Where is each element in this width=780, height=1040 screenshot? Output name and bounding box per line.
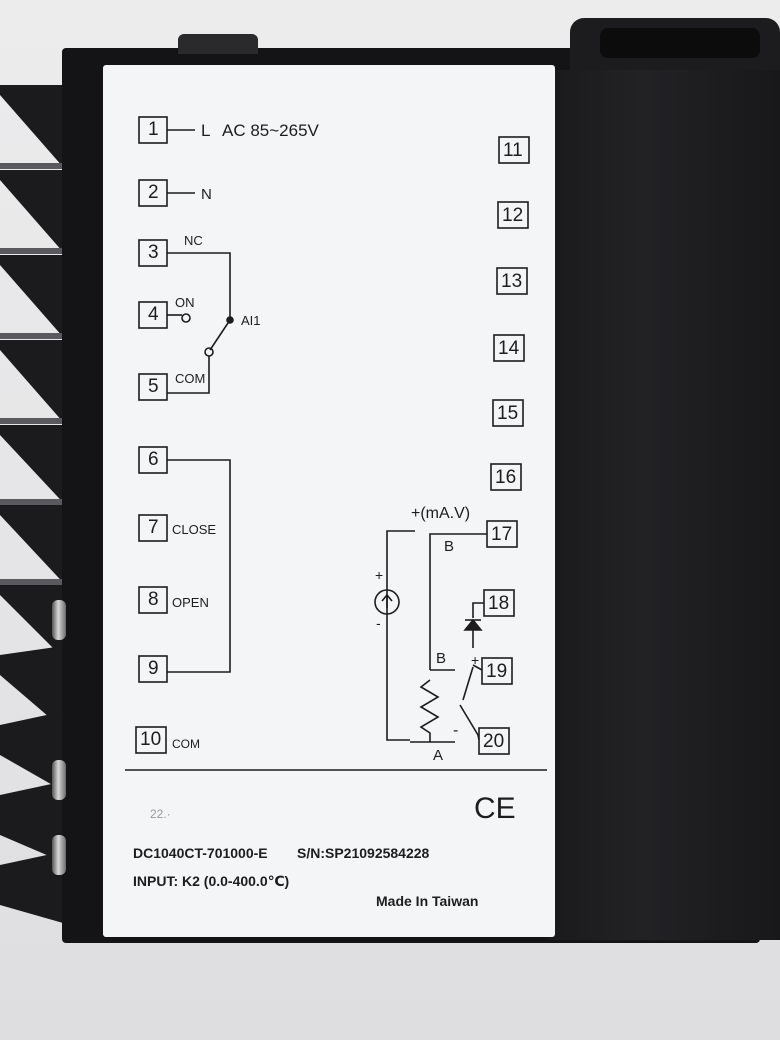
terminal-number-7: 7 [148, 517, 159, 538]
serial-number: S/N:SP21092584228 [297, 845, 430, 861]
close-label: CLOSE [172, 522, 217, 537]
terminal-box-12 [497, 201, 529, 229]
b-label-upper: B [444, 538, 455, 555]
terminal-box-7 [138, 514, 168, 542]
nc-label: NC [184, 233, 203, 248]
terminal-number-2: 2 [148, 182, 159, 203]
terminal-box-9 [138, 655, 168, 683]
terminal-number-18: 18 [488, 593, 510, 614]
origin-label: Made In Taiwan [376, 893, 479, 909]
heatsink-fins [0, 85, 70, 925]
housing-side-panel [548, 70, 780, 940]
terminal-number-9: 9 [148, 658, 159, 679]
alarm-label: AI1 [241, 313, 261, 328]
housing-top-slot [600, 28, 760, 58]
signal-input-label: +(mA.V) [411, 505, 471, 522]
terminal-number-6: 6 [148, 449, 159, 470]
terminal-number-5: 5 [148, 376, 159, 397]
open-label: OPEN [172, 595, 209, 610]
terminal-box-10 [135, 726, 167, 754]
valve-com-label: COM [172, 737, 200, 751]
terminal-box-19 [481, 657, 513, 685]
terminal-number-8: 8 [148, 589, 159, 610]
on-label: ON [175, 295, 195, 310]
terminal-box-13 [496, 267, 528, 295]
terminal-number-4: 4 [148, 304, 159, 325]
model-number: DC1040CT-701000-E [133, 845, 268, 861]
terminal-box-20 [478, 727, 510, 755]
wiring-label [103, 65, 555, 937]
terminal-number-12: 12 [502, 205, 524, 226]
terminal-number-11: 11 [503, 140, 523, 161]
input-spec: INPUT: K2 (0.0-400.0℃) [133, 873, 290, 889]
terminal-screw [52, 835, 66, 875]
neutral-label: N [201, 186, 212, 203]
terminal-number-15: 15 [497, 403, 519, 424]
terminal-screw [52, 600, 66, 640]
terminal-number-17: 17 [491, 524, 513, 545]
terminal-box-11 [498, 136, 530, 164]
line-label: L [201, 121, 211, 140]
terminal-box-16 [490, 463, 522, 491]
terminal-box-15 [492, 399, 524, 427]
ce-mark: CE [474, 792, 516, 825]
b-label-lower: B [436, 650, 447, 667]
terminal-number-10: 10 [140, 729, 162, 750]
handwritten-mark: 22.· [150, 807, 171, 821]
relay-com-label: COM [175, 371, 206, 386]
terminal-number-20: 20 [483, 731, 505, 752]
supply-voltage-label: AC 85~265V [222, 121, 319, 140]
terminal-number-1: 1 [148, 119, 159, 140]
terminal-box-14 [493, 334, 525, 362]
source-minus-label: - [376, 615, 381, 631]
source-plus-label: + [375, 567, 384, 583]
terminal-number-19: 19 [486, 661, 508, 682]
terminal-number-16: 16 [495, 467, 517, 488]
mounting-clip [178, 34, 258, 54]
terminal-screw [52, 760, 66, 800]
terminal-number-14: 14 [498, 338, 520, 359]
terminal-number-13: 13 [501, 271, 523, 292]
a-label: A [433, 747, 444, 764]
terminal-box-5 [138, 373, 168, 401]
output-plus-label: + [471, 652, 480, 668]
output-minus-label: - [453, 722, 459, 739]
terminal-box-8 [138, 586, 168, 614]
terminal-number-3: 3 [148, 242, 159, 263]
